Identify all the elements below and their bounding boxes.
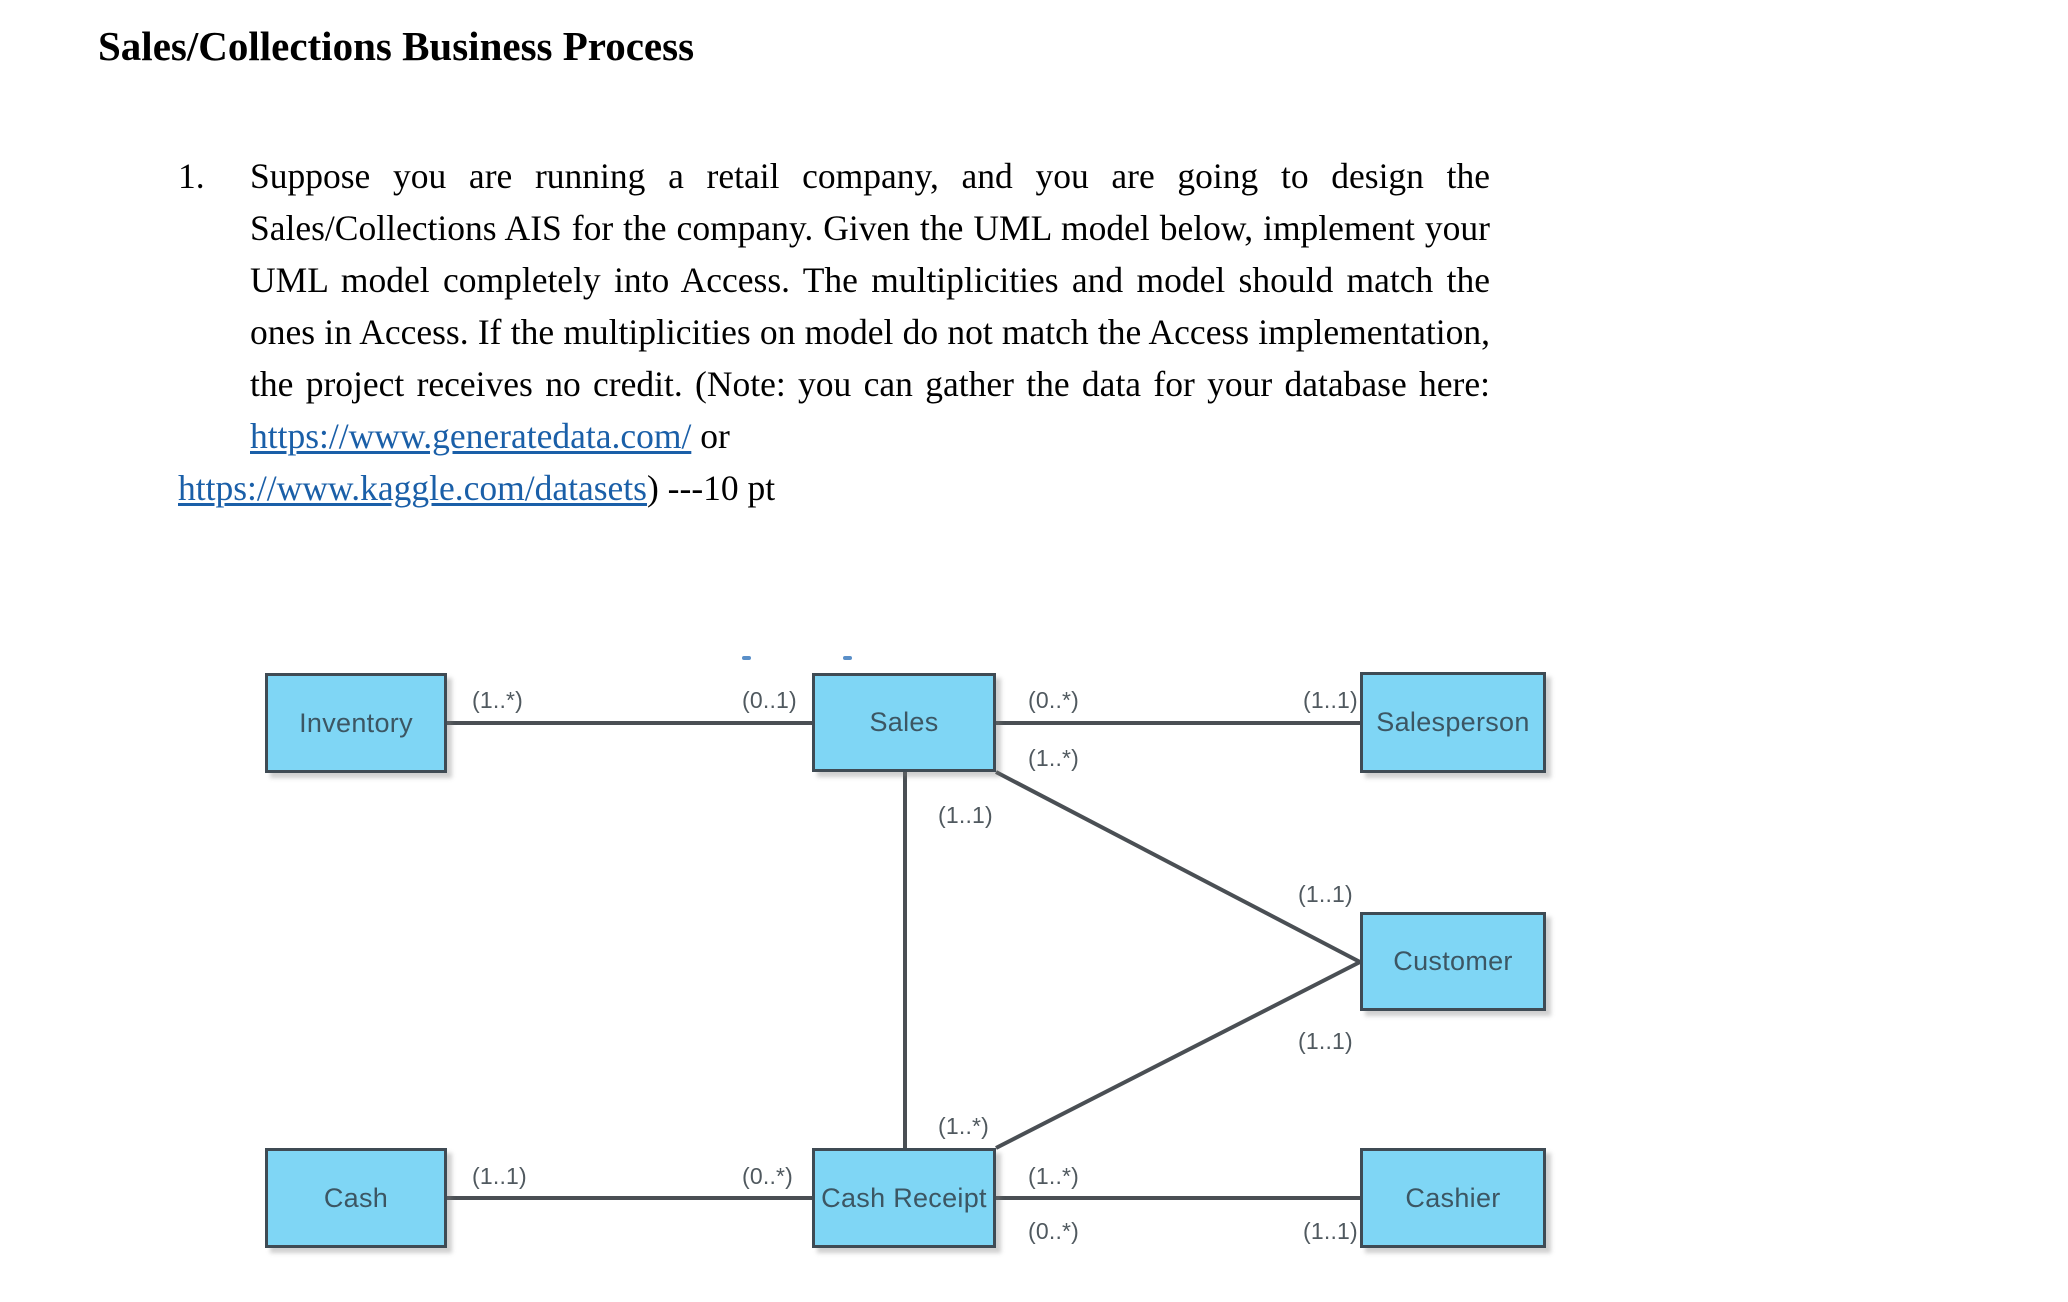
link-cashreceipt-customer xyxy=(995,960,1361,1150)
multiplicity-customer-lower: (1..1) xyxy=(1298,1028,1353,1054)
uml-entity-label: Sales xyxy=(869,707,939,737)
question-text-between: or xyxy=(700,416,730,456)
multiplicity-cashier-right: (1..1) xyxy=(1303,1218,1358,1244)
uml-entity-sales[interactable]: Sales xyxy=(812,673,996,772)
multiplicity-cashreceipt-cashier: (0..*) xyxy=(1028,1218,1080,1244)
uml-entity-cashier[interactable]: Cashier xyxy=(1360,1148,1546,1248)
question-list: 1. Suppose you are running a retail comp… xyxy=(178,150,1490,514)
uml-entity-label: Customer xyxy=(1393,946,1513,976)
list-item: 1. Suppose you are running a retail comp… xyxy=(178,150,1490,514)
generatedata-link[interactable]: https://www.generatedata.com/ xyxy=(250,416,692,456)
uml-entity-label: Cash xyxy=(323,1182,389,1213)
multiplicity-inventory-sales-right: (0..1) xyxy=(742,687,797,713)
selection-artifact-dot xyxy=(742,656,751,660)
uml-entity-label: Salesperson xyxy=(1376,707,1530,737)
kaggle-link[interactable]: https://www.kaggle.com/datasets xyxy=(178,468,647,508)
multiplicity-sales-customer-near: (1..*) xyxy=(1028,745,1080,771)
uml-entity-label: Cash Receipt xyxy=(821,1182,987,1213)
selection-artifact-dot xyxy=(843,656,852,660)
uml-entity-salesperson[interactable]: Salesperson xyxy=(1360,672,1546,773)
multiplicity-inventory-sales-left: (1..*) xyxy=(472,687,524,713)
uml-entity-inventory[interactable]: Inventory xyxy=(265,673,447,773)
multiplicity-cash-cashreceipt-left: (1..1) xyxy=(472,1163,527,1189)
question-text-after: ) ---10 pt xyxy=(646,468,776,508)
multiplicity-cashreceipt-customer: (1..*) xyxy=(1028,1163,1080,1189)
uml-entity-cash[interactable]: Cash xyxy=(265,1148,447,1248)
link-sales-customer xyxy=(995,770,1361,964)
multiplicity-sales-cashreceipt-bottom: (1..*) xyxy=(938,1113,990,1139)
multiplicity-sales-cashreceipt-top: (1..1) xyxy=(938,802,993,828)
multiplicity-sales-salesperson-right: (1..1) xyxy=(1303,687,1358,713)
uml-entity-cash-receipt[interactable]: Cash Receipt xyxy=(812,1148,996,1248)
uml-entity-label: Inventory xyxy=(299,707,413,738)
list-item-number: 1. xyxy=(178,156,205,196)
uml-entity-label: Cashier xyxy=(1405,1182,1501,1213)
multiplicity-customer-upper: (1..1) xyxy=(1298,881,1353,907)
question-tail-line: https://www.kaggle.com/datasets) ---10 p… xyxy=(178,462,1490,514)
page-title: Sales/Collections Business Process xyxy=(98,23,695,69)
multiplicity-sales-salesperson-left: (0..*) xyxy=(1028,687,1080,713)
uml-entity-customer[interactable]: Customer xyxy=(1360,912,1546,1011)
multiplicity-cash-cashreceipt-right: (0..*) xyxy=(742,1163,794,1189)
question-paragraph: Suppose you are running a retail company… xyxy=(178,150,1490,514)
question-text-main: Suppose you are running a retail company… xyxy=(250,156,1490,404)
